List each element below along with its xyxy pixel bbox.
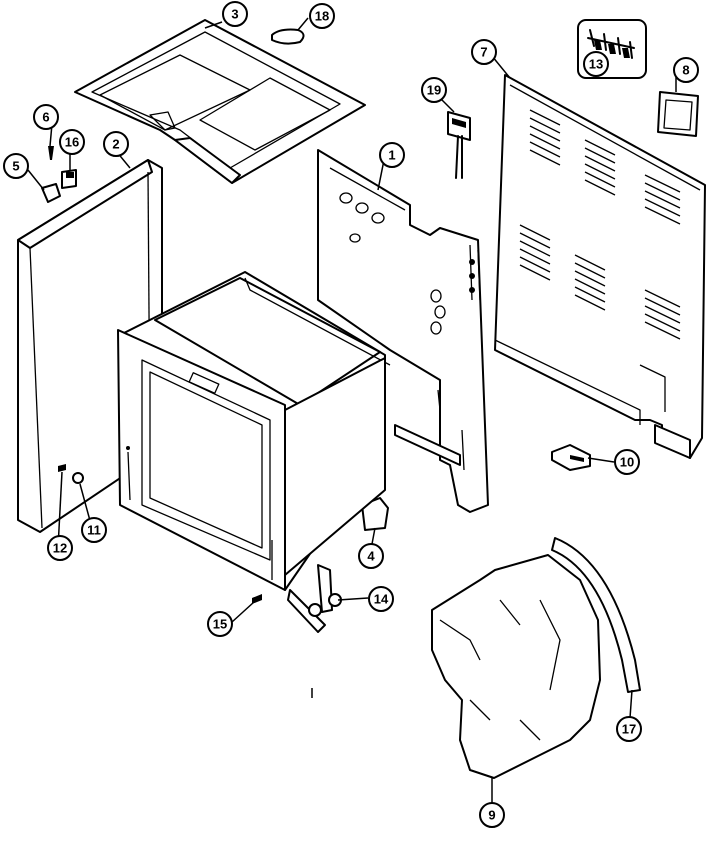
- svg-text:4: 4: [367, 549, 375, 564]
- callout-7: 7: [471, 39, 497, 65]
- screw-part-11: [72, 472, 84, 484]
- callout-6: 6: [33, 104, 59, 130]
- svg-text:11: 11: [87, 523, 101, 538]
- callout-10: 10: [614, 449, 640, 475]
- callout-5: 5: [3, 153, 29, 179]
- svg-text:16: 16: [65, 135, 79, 150]
- callout-19: 19: [421, 77, 447, 103]
- oven-cavity-part: [117, 271, 391, 591]
- svg-text:18: 18: [315, 9, 329, 24]
- screw-part-15: [252, 594, 262, 604]
- top-panel-part: [74, 19, 366, 184]
- callout-11: 11: [81, 517, 107, 543]
- svg-text:9: 9: [488, 808, 495, 823]
- callout-9: 9: [479, 802, 505, 828]
- svg-text:3: 3: [231, 7, 238, 22]
- callout-15: 15: [207, 611, 233, 637]
- svg-text:5: 5: [12, 159, 19, 174]
- bracket-part-5: [41, 183, 61, 203]
- screw-part-12: [58, 464, 66, 472]
- back-panel-part: [494, 74, 706, 459]
- callout-3: 3: [222, 1, 248, 27]
- callout-14: 14: [368, 586, 394, 612]
- svg-text:19: 19: [427, 83, 441, 98]
- bracket-part-4: [361, 497, 389, 531]
- switch-part-19: [447, 111, 471, 179]
- svg-text:17: 17: [622, 722, 636, 737]
- side-panel-part: [317, 149, 489, 513]
- callout-2: 2: [103, 131, 129, 157]
- callout-1: 1: [379, 142, 405, 168]
- svg-text:14: 14: [374, 592, 389, 607]
- screw-part-6: [48, 146, 54, 160]
- callout-4: 4: [358, 543, 384, 569]
- callout-16: 16: [59, 129, 85, 155]
- callout-12: 12: [47, 535, 73, 561]
- svg-text:2: 2: [112, 137, 119, 152]
- svg-text:12: 12: [53, 541, 67, 556]
- hinge-part-14: [287, 564, 342, 633]
- callout-8: 8: [673, 57, 699, 83]
- callout-13: 13: [583, 51, 609, 77]
- plate-part-8: [657, 91, 699, 137]
- svg-text:10: 10: [620, 455, 634, 470]
- svg-text:1: 1: [388, 148, 395, 163]
- svg-text:13: 13: [589, 57, 603, 72]
- callout-17: 17: [616, 716, 642, 742]
- svg-text:8: 8: [682, 63, 689, 78]
- svg-text:7: 7: [480, 45, 487, 60]
- bracket-part-13: [577, 19, 647, 79]
- svg-text:15: 15: [213, 617, 227, 632]
- svg-text:6: 6: [42, 110, 49, 125]
- insulation-part-9: [431, 554, 601, 779]
- clip-part-18: [271, 28, 305, 45]
- callout-18-top: 18: [309, 3, 335, 29]
- gasket-part-17: [551, 537, 641, 693]
